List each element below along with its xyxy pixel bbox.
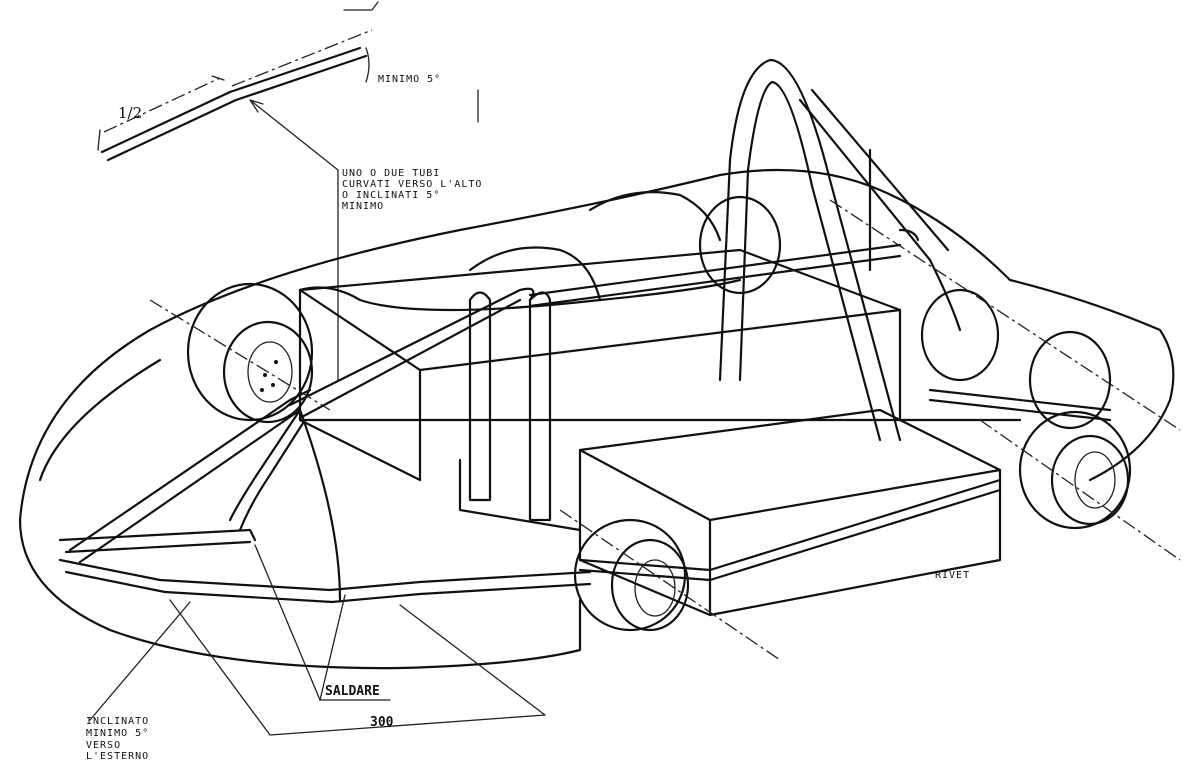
inclination-detail xyxy=(97,1,479,162)
seat-box xyxy=(298,248,902,482)
inclined-note: INCLINATO MINIMO 5° VERSO L'ESTERNO xyxy=(86,716,149,762)
tubes-note-line1: UNO O DUE TUBI xyxy=(342,168,440,179)
front-right-wheel xyxy=(698,195,1112,430)
inclined-note-line3: VERSO xyxy=(86,740,121,751)
rear-right-wheel xyxy=(1018,410,1132,530)
tubes-note-line2: CURVATI VERSO L'ALTO xyxy=(342,179,482,190)
note-leader xyxy=(249,99,339,381)
inclined-note-line1: INCLINATO xyxy=(86,716,149,727)
incl-leader xyxy=(89,601,191,721)
front-left-wheel xyxy=(186,282,314,424)
dimension-300-label: 300 xyxy=(370,715,394,730)
roll-bar xyxy=(718,58,962,442)
rear-left-wheel xyxy=(573,518,690,632)
weld-leaders xyxy=(254,544,391,701)
minimo-5-label: MINIMO 5° xyxy=(378,74,441,85)
inclined-note-line4: L'ESTERNO xyxy=(86,751,149,762)
half-length-label: 1/2 xyxy=(118,104,142,122)
centerlines xyxy=(149,199,1181,661)
tubes-note-line3: O INCLINATI 5° xyxy=(342,190,440,201)
tubes-note-line4: MINIMO xyxy=(342,201,384,212)
inclined-note-line2: MINIMO 5° xyxy=(86,728,149,739)
saldare-label: SALDARE xyxy=(325,684,380,699)
tank-box xyxy=(578,408,1002,617)
tubes-note: UNO O DUE TUBI CURVATI VERSO L'ALTO O IN… xyxy=(342,168,482,212)
rivet-label: RIVET xyxy=(935,570,970,581)
dimension-300 xyxy=(169,599,546,736)
side-uprights xyxy=(458,291,582,532)
